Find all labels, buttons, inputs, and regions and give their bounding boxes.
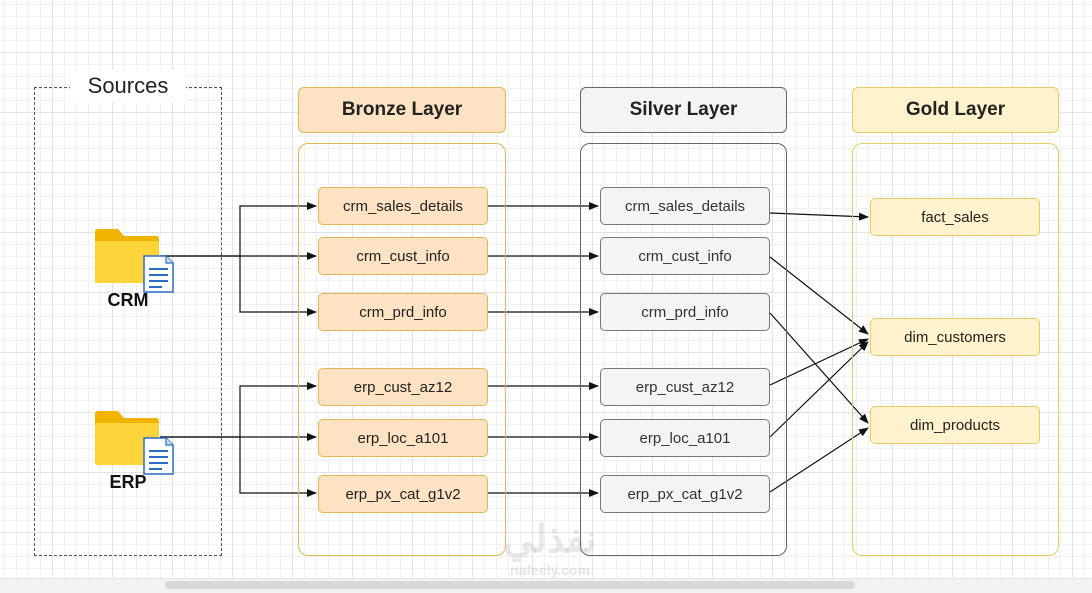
silver-table-erp_px_cat_g1v2[interactable]: erp_px_cat_g1v2 [600, 475, 770, 513]
bronze-table-erp_px_cat_g1v2[interactable]: erp_px_cat_g1v2 [318, 475, 488, 513]
sources-title: Sources [70, 70, 186, 102]
gold-layer-header: Gold Layer [852, 87, 1059, 133]
gold-table-dim_customers[interactable]: dim_customers [870, 318, 1040, 356]
bronze-table-erp_cust_az12[interactable]: erp_cust_az12 [318, 368, 488, 406]
silver-table-erp_loc_a101[interactable]: erp_loc_a101 [600, 419, 770, 457]
connector-crm-source-to-bronze-crm_prd_info [239, 256, 317, 316]
silver-table-erp_cust_az12[interactable]: erp_cust_az12 [600, 368, 770, 406]
bronze-table-crm_sales_details[interactable]: crm_sales_details [318, 187, 488, 225]
bronze-table-crm_cust_info[interactable]: crm_cust_info [318, 237, 488, 275]
gold-layer-container [852, 143, 1059, 556]
crm-folder-document-icon [94, 228, 176, 294]
connector-erp-source-to-bronze-erp_px_cat_g1v2 [239, 437, 317, 497]
gold-table-fact_sales[interactable]: fact_sales [870, 198, 1040, 236]
gold-table-dim_products[interactable]: dim_products [870, 406, 1040, 444]
bronze-layer-header: Bronze Layer [298, 87, 506, 133]
scrollbar-thumb[interactable] [165, 581, 855, 589]
silver-table-crm_prd_info[interactable]: crm_prd_info [600, 293, 770, 331]
bronze-layer-container [298, 143, 506, 556]
bronze-table-erp_loc_a101[interactable]: erp_loc_a101 [318, 419, 488, 457]
silver-layer-header: Silver Layer [580, 87, 787, 133]
watermark-arabic-text: نفذلي [503, 519, 597, 561]
bronze-table-crm_prd_info[interactable]: crm_prd_info [318, 293, 488, 331]
silver-table-crm_cust_info[interactable]: crm_cust_info [600, 237, 770, 275]
watermark-latin-text: nafeely.com [510, 562, 590, 578]
source-label-crm: CRM [107, 290, 149, 310]
silver-layer-container [580, 143, 787, 556]
silver-table-crm_sales_details[interactable]: crm_sales_details [600, 187, 770, 225]
source-label-erp: ERP [109, 472, 147, 492]
erp-folder-document-icon [94, 410, 176, 476]
